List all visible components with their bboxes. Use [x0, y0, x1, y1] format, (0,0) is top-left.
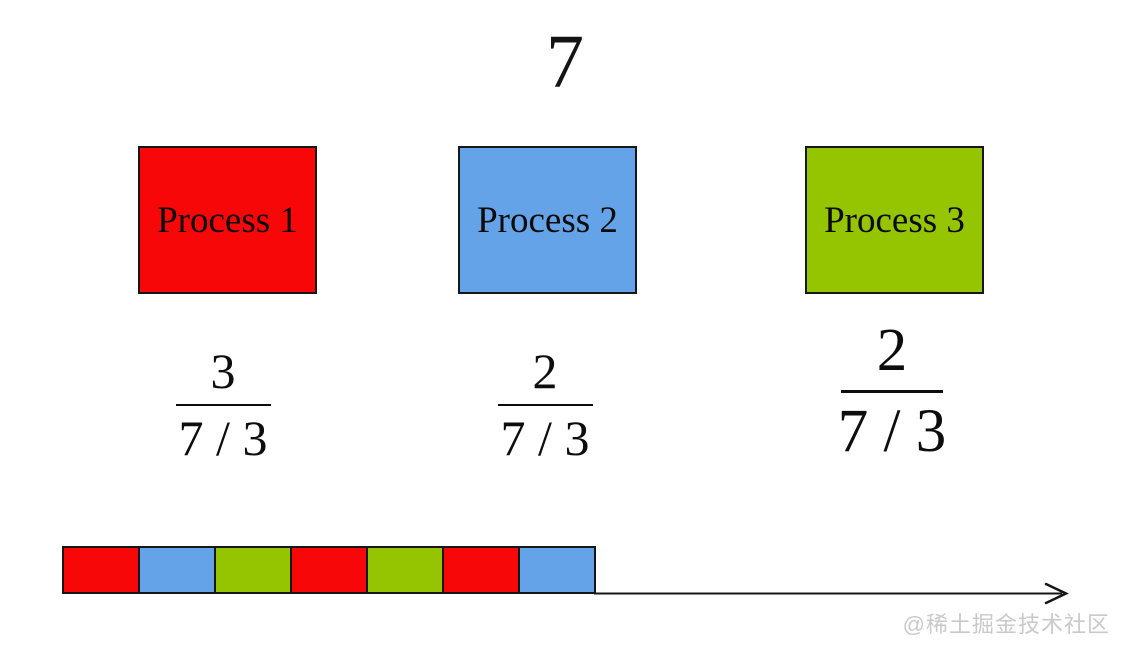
timeline-segment-5-green: [366, 546, 444, 594]
watermark-text: @稀土掘金技术社区: [902, 612, 1110, 637]
timeline-segment-1-red: [62, 546, 140, 594]
fraction-2-denominator: 7 / 3: [500, 410, 590, 466]
fraction-process-2: 2 7 / 3: [470, 346, 620, 464]
fraction-3-denominator: 7 / 3: [837, 398, 947, 466]
process-3-box: Process 3: [805, 146, 984, 294]
fraction-process-3: 2 7 / 3: [822, 317, 962, 466]
fraction-3-numerator: 2: [876, 317, 908, 384]
process-2-box: Process 2: [458, 146, 637, 294]
fraction-2-bar: [497, 404, 593, 406]
fraction-3-bar: [841, 390, 943, 394]
timeline-segment-2-blue: [138, 546, 216, 594]
timeline-segment-3-green: [214, 546, 292, 594]
timeline-segment-6-red: [442, 546, 520, 594]
fraction-1-denominator: 7 / 3: [178, 410, 268, 466]
process-3-label: Process 3: [824, 199, 965, 241]
process-1-label: Process 1: [157, 199, 298, 241]
timeline-segments: [62, 546, 596, 594]
timeline-segment-4-red: [290, 546, 368, 594]
total-quantum-value: 7: [546, 20, 584, 104]
fraction-2-numerator: 2: [532, 343, 558, 399]
process-1-box: Process 1: [138, 146, 317, 294]
fraction-process-1: 3 7 / 3: [148, 346, 298, 464]
fraction-1-numerator: 3: [210, 343, 236, 399]
fraction-1-bar: [175, 404, 271, 406]
timeline-segment-7-blue: [518, 546, 596, 594]
process-2-label: Process 2: [477, 199, 618, 241]
